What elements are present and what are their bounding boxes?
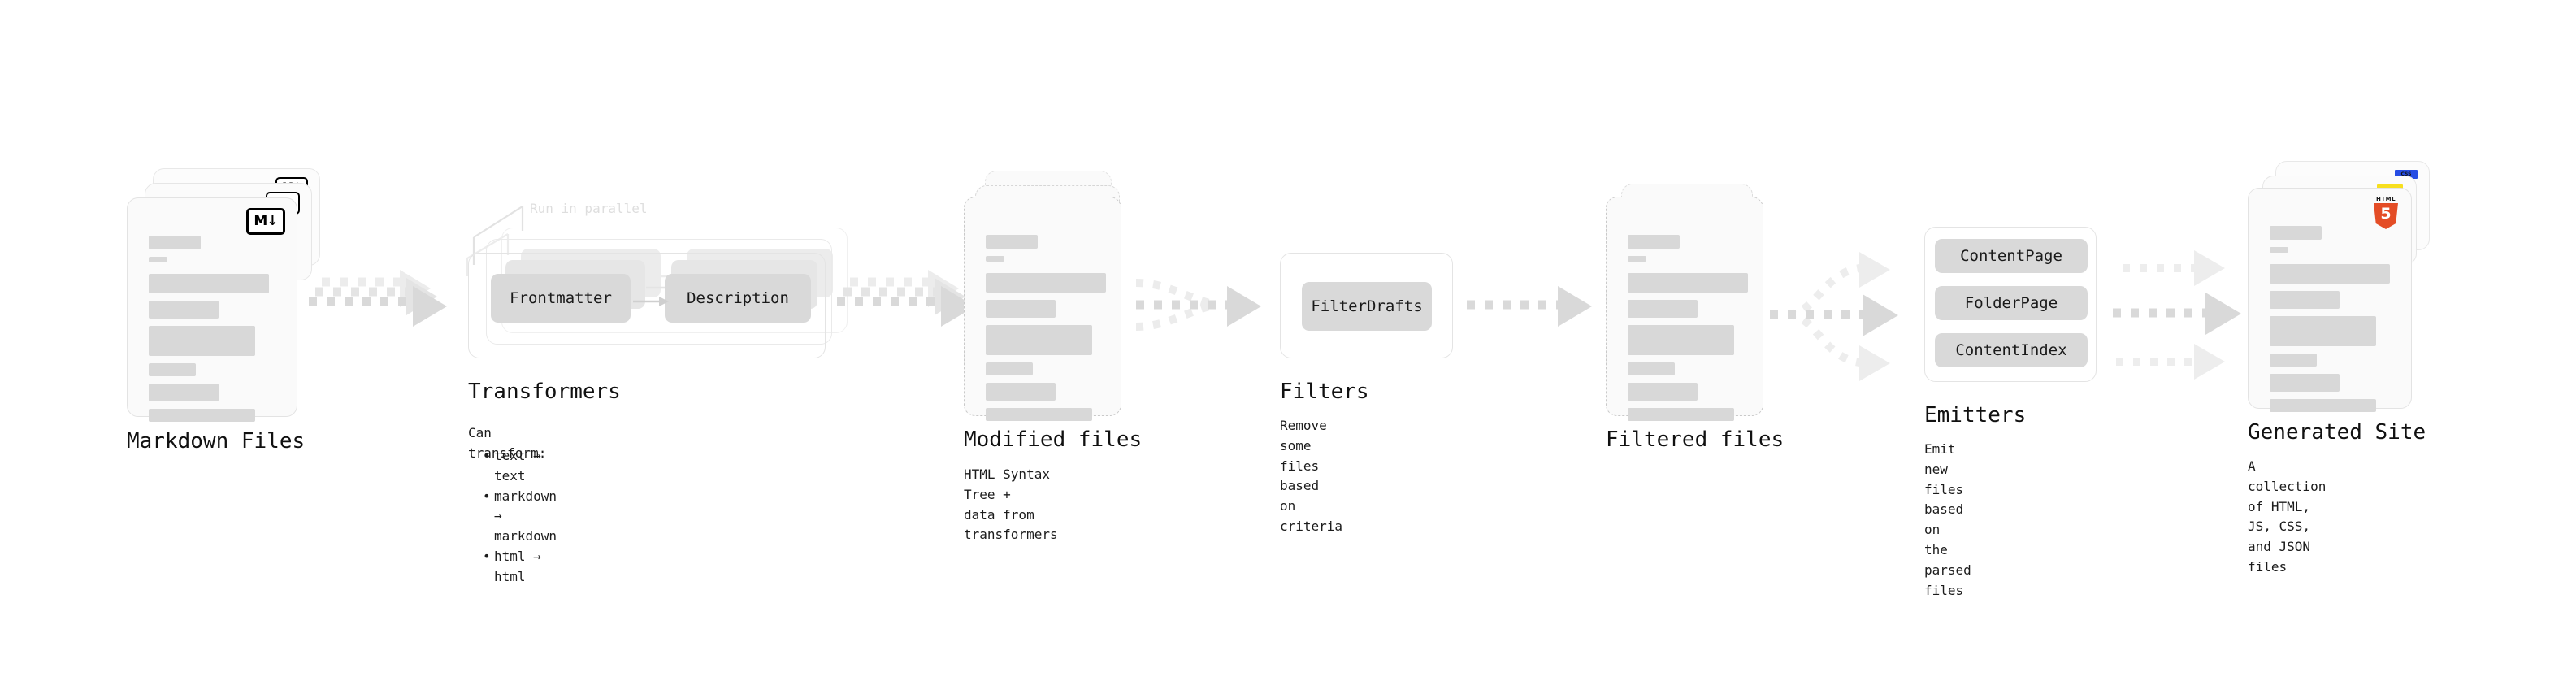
arrow-emitters-to-site bbox=[2113, 250, 2241, 380]
markdown-skeleton bbox=[128, 198, 297, 422]
modified-files-title: Modified files bbox=[964, 427, 1143, 452]
filtered-card-front bbox=[1606, 197, 1763, 421]
filters-subtitle: Remove some files based on criteria bbox=[1280, 418, 1343, 534]
transformers-group-front: Frontmatter Description bbox=[468, 253, 826, 358]
css-badge: CSS bbox=[2395, 170, 2418, 179]
markdown-files-title: Markdown Files bbox=[127, 429, 306, 453]
run-in-parallel-label: Run in parallel bbox=[530, 201, 648, 216]
emitters-subtitle: Emit new files based on the parsed files bbox=[1924, 441, 1971, 598]
transformer-arrow bbox=[633, 297, 669, 306]
html5-shield: 5 bbox=[2374, 203, 2398, 229]
transformers-title: Transformers bbox=[468, 380, 621, 404]
arrow-filters-to-filtered bbox=[1467, 286, 1592, 327]
emitter-pill-contentindex[interactable]: ContentIndex bbox=[1935, 333, 2088, 367]
emitters-title: Emitters bbox=[1924, 403, 2027, 427]
emitters-group: ContentPage FolderPage ContentIndex bbox=[1924, 227, 2097, 382]
modified-files-subtitle: HTML Syntax Tree + data from transformer… bbox=[964, 466, 1058, 543]
filtered-files-title: Filtered files bbox=[1606, 427, 1785, 452]
transformers-bullet-0: text → text bbox=[483, 446, 557, 487]
transformer-pill-description[interactable]: Description bbox=[665, 274, 811, 323]
transformers-bullet-2: html → html bbox=[483, 547, 557, 588]
site-card-front: HTML 5 bbox=[2248, 188, 2412, 412]
transformers-bullet-1: markdown → markdown bbox=[483, 487, 557, 547]
arrow-filtered-to-emitters bbox=[1770, 252, 1898, 381]
transformer-pill-frontmatter[interactable]: Frontmatter bbox=[491, 274, 631, 323]
html5-wordmark: HTML bbox=[2375, 196, 2396, 202]
modified-card-front bbox=[964, 197, 1121, 421]
modified-skeleton bbox=[965, 197, 1121, 421]
markdown-card-front: M↓ bbox=[127, 197, 297, 422]
transformers-bullet-list: text → text markdown → markdown html → h… bbox=[481, 446, 557, 588]
emitter-pill-contentpage[interactable]: ContentPage bbox=[1935, 239, 2088, 273]
emitter-pill-folderpage[interactable]: FolderPage bbox=[1935, 286, 2088, 320]
filters-group: FilterDrafts bbox=[1280, 253, 1453, 358]
generated-site-subtitle: A collection of HTML, JS, CSS, and JSON … bbox=[2248, 458, 2327, 575]
site-skeleton bbox=[2249, 189, 2411, 412]
generated-site-title: Generated Site bbox=[2248, 420, 2426, 445]
markdown-icon: M↓ bbox=[246, 208, 285, 235]
arrow-markdown-to-transformers bbox=[309, 270, 447, 327]
arrow-transformers-to-modified bbox=[837, 270, 975, 327]
arrow-modified-to-filters bbox=[1135, 279, 1261, 331]
filter-pill-filterdrafts[interactable]: FilterDrafts bbox=[1302, 282, 1432, 331]
filters-title: Filters bbox=[1280, 380, 1369, 404]
html5-icon: HTML 5 bbox=[2372, 197, 2400, 229]
filtered-skeleton bbox=[1607, 197, 1763, 421]
